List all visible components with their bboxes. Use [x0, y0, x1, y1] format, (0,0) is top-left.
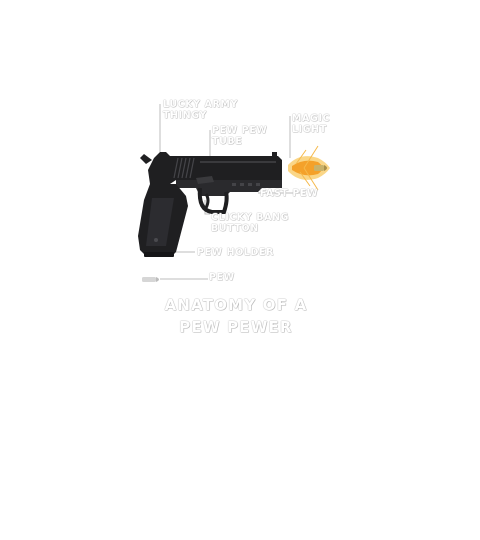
diagram-title-line1: ANATOMY OF A: [164, 296, 308, 314]
label-pew-pew-tube: PEW PEW TUBE: [212, 125, 267, 147]
label-pew-pew-tube-line1: PEW PEW: [212, 125, 268, 136]
label-fast-pew: FAST PEW: [260, 188, 319, 199]
label-clicky-bang-button-line2: BUTTON: [211, 223, 259, 234]
label-magic-light-line2: LIGHT: [292, 124, 327, 135]
pistol-icon: [138, 152, 282, 257]
label-clicky-bang-button: CLICKY BANG BUTTON: [211, 212, 289, 234]
label-magic-light-line1: MAGIC: [292, 113, 331, 124]
label-pew: PEW: [209, 272, 235, 283]
label-lucky-army-thingy-line1: LUCKY ARMY: [163, 99, 238, 110]
label-lucky-army-thingy-line2: THINGY: [163, 110, 207, 121]
label-lucky-army-thingy: LUCKY ARMY THINGY: [163, 99, 238, 121]
label-clicky-bang-button-line1: CLICKY BANG: [211, 212, 290, 223]
cartridge-icon: [142, 277, 159, 282]
diagram-title: ANATOMY OF A PEW PEWER: [136, 294, 336, 338]
leader-line-clicky-bang-button: [204, 200, 210, 215]
label-magic-light: MAGIC LIGHT: [292, 113, 330, 135]
label-pew-pew-tube-line2: TUBE: [212, 136, 243, 147]
muzzle-flash-icon: [288, 145, 330, 191]
label-pew-holder: PEW HOLDER: [197, 247, 275, 258]
diagram-title-line2: PEW PEWER: [179, 318, 293, 336]
flying-bullet-icon: [314, 165, 327, 171]
